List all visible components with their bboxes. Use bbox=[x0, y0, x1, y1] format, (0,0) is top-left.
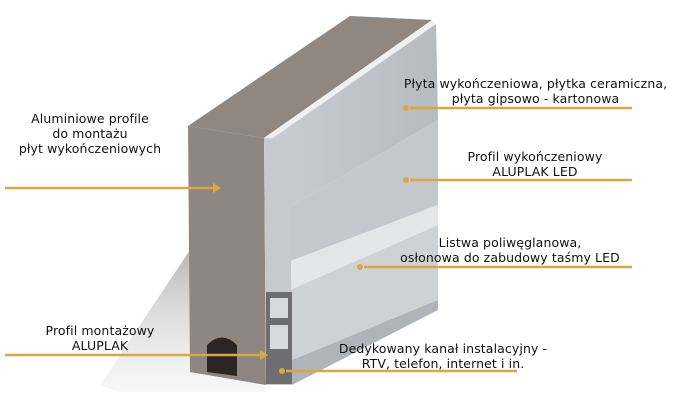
label-line: ALUPLAK bbox=[71, 338, 129, 353]
label-line: Listwa poliwęglanowa, bbox=[438, 235, 582, 250]
finish-profile-face bbox=[285, 120, 438, 262]
label-line: osłonowa do zabudowy taśmy LED bbox=[400, 250, 620, 265]
dot-icon bbox=[357, 264, 363, 270]
channel-face bbox=[292, 300, 438, 385]
label-line: Dedykowany kanał instalacyjny - bbox=[338, 341, 548, 356]
top-edge-light bbox=[264, 20, 436, 140]
led-strip-face bbox=[288, 205, 438, 290]
label-line: Aluminiowe profile bbox=[31, 111, 149, 126]
lower-profile-face bbox=[290, 225, 438, 360]
channel-slot bbox=[270, 325, 288, 349]
leader-lines bbox=[5, 105, 632, 374]
label-line: Płyta wykończeniowa, płytka ceramiczna, bbox=[403, 76, 668, 91]
label-line: RTV, telefon, internet i in. bbox=[361, 356, 525, 371]
front-end-face bbox=[188, 126, 266, 385]
label-installation-channel: Dedykowany kanał instalacyjny - RTV, tel… bbox=[318, 341, 568, 371]
label-line: ALUPLAK LED bbox=[492, 164, 578, 179]
board-face bbox=[270, 24, 438, 210]
dot-icon bbox=[403, 177, 409, 183]
label-line: płyta gipsowo - kartonowa bbox=[451, 91, 620, 106]
label-aluminum-profiles: Aluminiowe profile do montażu płyt wykoń… bbox=[6, 111, 174, 156]
top-face bbox=[188, 16, 432, 138]
arrow-icon bbox=[260, 350, 268, 360]
label-finish-profile: Profil wykończeniowy ALUPLAK LED bbox=[440, 149, 630, 179]
label-finish-board: Płyta wykończeniowa, płytka ceramiczna, … bbox=[383, 76, 688, 106]
cable-cutout bbox=[207, 337, 237, 376]
label-mounting-profile: Profil montażowy ALUPLAK bbox=[20, 323, 180, 353]
label-line: do montażu bbox=[52, 126, 128, 141]
label-line: płyt wykończeniowych bbox=[18, 141, 162, 156]
label-polycarbonate-strip: Listwa poliwęglanowa, osłonowa do zabudo… bbox=[375, 235, 645, 265]
label-line: Profil wykończeniowy bbox=[467, 149, 603, 164]
dot-icon bbox=[403, 105, 409, 111]
channel-slot bbox=[270, 298, 288, 318]
arrow-icon bbox=[213, 183, 221, 193]
dot-icon bbox=[279, 368, 285, 374]
label-line: Profil montażowy bbox=[45, 323, 155, 338]
